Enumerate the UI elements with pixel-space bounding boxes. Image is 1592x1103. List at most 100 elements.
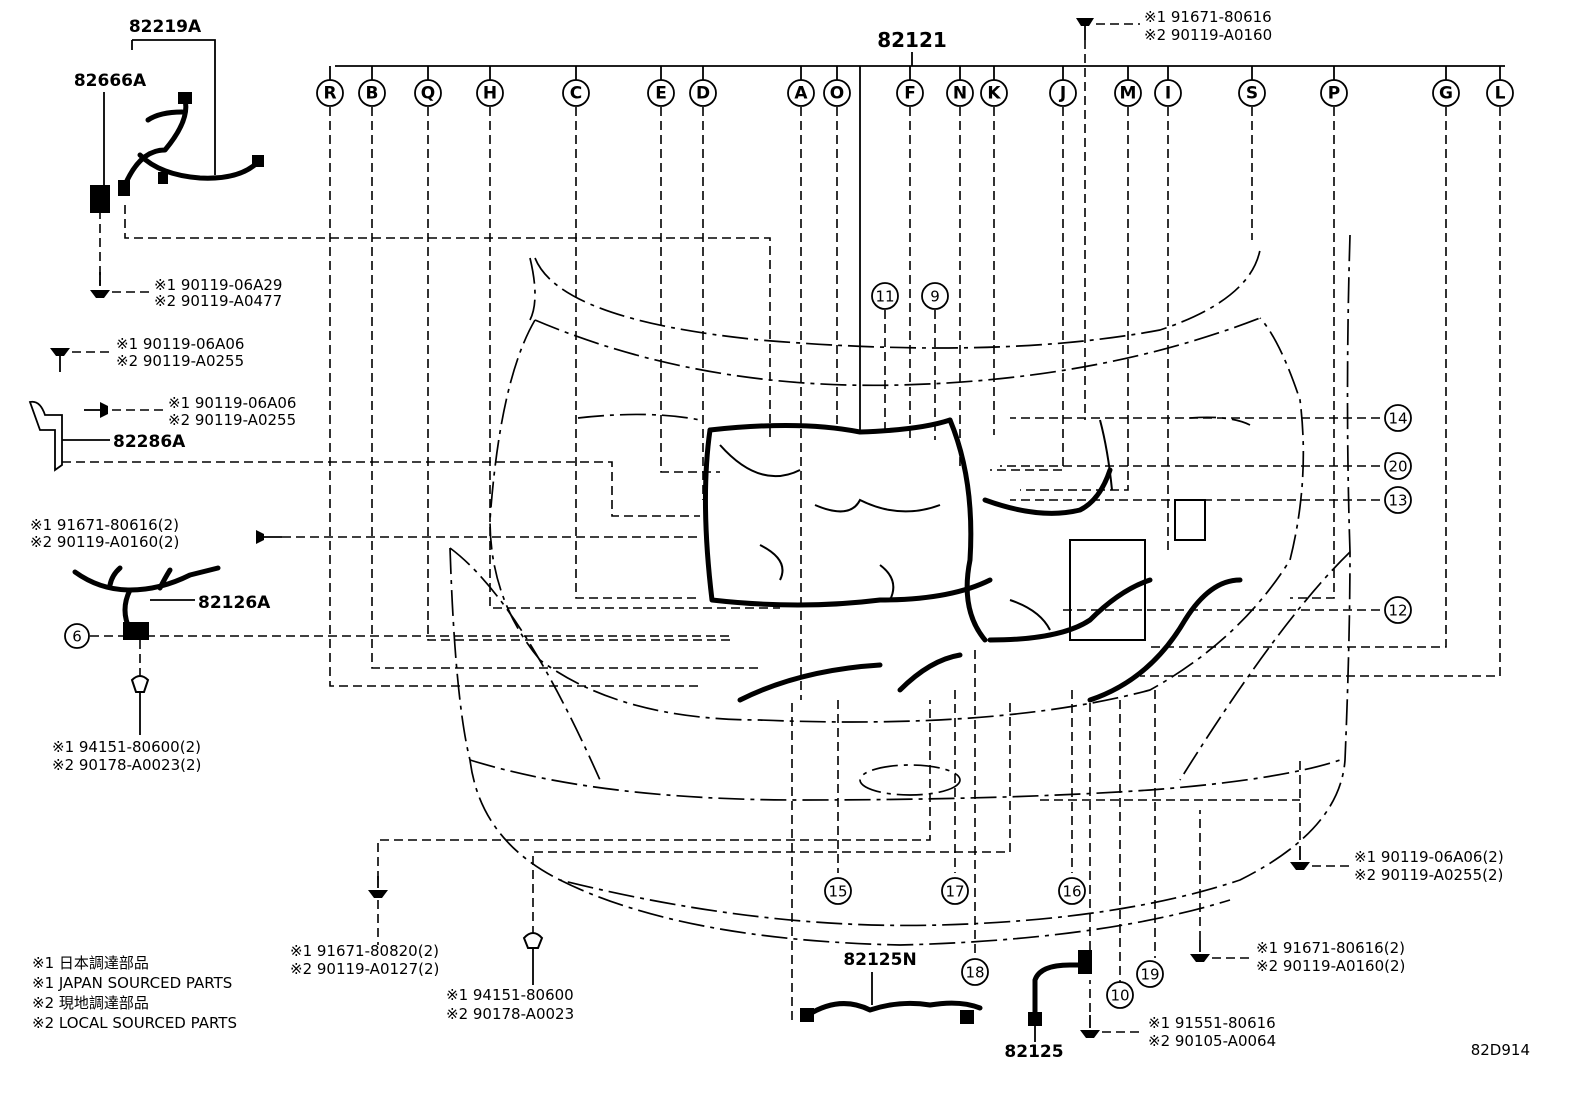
sub-harness-82125N[interactable] xyxy=(800,1000,983,1024)
callout-16-circle xyxy=(1058,877,1086,905)
callout-e[interactable]: E xyxy=(655,84,667,104)
fastener-b2-1: ※1 94151-80600 xyxy=(446,986,574,1004)
callout-d-circle xyxy=(689,79,717,107)
sub-harness-82126A[interactable] xyxy=(72,565,221,640)
callout-q-circle xyxy=(414,79,442,107)
fastener-b3-2: ※2 90105-A0064 xyxy=(1148,1032,1276,1050)
sub-harness-82125[interactable] xyxy=(1028,950,1092,1026)
callout-o[interactable]: O xyxy=(830,84,844,104)
bolt-icon xyxy=(1290,846,1310,870)
part-label-82666A[interactable]: 82666A xyxy=(74,71,147,91)
part-label-82125[interactable]: 82125 xyxy=(1004,1042,1063,1062)
part-label-82125N[interactable]: 82125N xyxy=(843,950,916,970)
bolt-icon xyxy=(1076,18,1094,40)
leader-lines xyxy=(62,40,1501,1020)
callout-12[interactable]: 12 xyxy=(1388,602,1407,620)
bolt-icon xyxy=(256,530,282,544)
fastener-b1-1: ※1 91671-80820(2) xyxy=(290,942,439,960)
callout-14[interactable]: 14 xyxy=(1388,410,1407,428)
callout-11-circle xyxy=(871,282,899,310)
callout-f-circle xyxy=(896,79,924,107)
clip-icon xyxy=(522,932,544,949)
callout-17[interactable]: 17 xyxy=(945,883,964,901)
callout-p[interactable]: P xyxy=(1328,84,1340,104)
fastener-r1-1: ※1 90119-06A06(2) xyxy=(1354,848,1504,866)
callout-m[interactable]: M xyxy=(1120,84,1137,104)
callout-i[interactable]: I xyxy=(1165,84,1171,104)
callout-19[interactable]: 19 xyxy=(1140,966,1159,984)
bolt-icon xyxy=(84,402,108,418)
callout-p-circle xyxy=(1320,79,1348,107)
connector-82666A[interactable] xyxy=(90,185,110,213)
fastener-r2-2: ※2 90119-A0160(2) xyxy=(1256,957,1405,975)
callout-18[interactable]: 18 xyxy=(965,964,984,982)
bolt-icon xyxy=(1190,940,1210,962)
callout-10-circle xyxy=(1106,981,1134,1009)
callout-a[interactable]: A xyxy=(794,84,808,104)
callout-k[interactable]: K xyxy=(987,84,1001,104)
callout-c[interactable]: C xyxy=(570,84,582,104)
callout-g[interactable]: G xyxy=(1439,84,1453,104)
callout-6[interactable]: 6 xyxy=(72,628,82,646)
bolt-icon xyxy=(1080,1015,1100,1038)
callout-9[interactable]: 9 xyxy=(930,288,940,306)
callout-20[interactable]: 20 xyxy=(1388,458,1407,476)
fastener-l1-2: ※2 90119-A0255 xyxy=(116,352,244,370)
callout-14-circle xyxy=(1384,404,1412,432)
sub-harness-82219A[interactable] xyxy=(118,92,264,196)
part-label-82126A[interactable]: 82126A xyxy=(198,593,271,613)
callout-h-circle xyxy=(476,79,504,107)
part-label-82219A[interactable]: 82219A xyxy=(129,17,202,37)
clip-icon xyxy=(130,675,150,693)
callout-13[interactable]: 13 xyxy=(1388,492,1407,510)
callout-13-circle xyxy=(1384,486,1412,514)
callout-a-circle xyxy=(787,79,815,107)
legend-line-4: ※2 LOCAL SOURCED PARTS xyxy=(32,1014,237,1032)
callout-q[interactable]: Q xyxy=(421,84,435,104)
number-callouts: 14 20 13 12 11 9 15 17 16 18 19 10 6 xyxy=(64,282,1412,1009)
bracket-82286A[interactable] xyxy=(28,400,63,472)
fastener-r1-2: ※2 90119-A0255(2) xyxy=(1354,866,1503,884)
part-label-82121[interactable]: 82121 xyxy=(877,28,947,52)
callout-l[interactable]: L xyxy=(1495,84,1506,104)
callout-f[interactable]: F xyxy=(904,84,916,104)
engine-wire-harness[interactable] xyxy=(702,417,1243,703)
callout-b-circle xyxy=(358,79,386,107)
callout-6-circle xyxy=(64,623,90,649)
callout-s[interactable]: S xyxy=(1246,84,1258,104)
callout-n-circle xyxy=(946,79,974,107)
callout-11[interactable]: 11 xyxy=(875,288,894,306)
callout-n[interactable]: N xyxy=(953,84,967,104)
callout-10[interactable]: 10 xyxy=(1110,987,1129,1005)
fastener-l2-1: ※1 90119-06A06 xyxy=(168,394,296,412)
legend-line-3: ※2 現地調達部品 xyxy=(32,994,149,1012)
diagram-id: 82D914 xyxy=(1471,1041,1530,1059)
fastener-l3-1: ※1 91671-80616(2) xyxy=(30,516,179,534)
callout-20-circle xyxy=(1384,452,1412,480)
bolt-icon xyxy=(90,272,110,298)
bolt-icon xyxy=(368,876,388,898)
callout-15[interactable]: 15 xyxy=(828,883,847,901)
fastener-82666A-2: ※2 90119-A0477 xyxy=(154,292,282,310)
callout-b[interactable]: B xyxy=(366,84,379,104)
callout-j[interactable]: J xyxy=(1059,84,1066,104)
vehicle-body-outline xyxy=(449,234,1351,946)
fastener-top-1: ※1 91671-80616 xyxy=(1144,8,1272,26)
fastener-l2-2: ※2 90119-A0255 xyxy=(168,411,296,429)
callout-g-circle xyxy=(1432,79,1460,107)
part-label-82286A[interactable]: 82286A xyxy=(113,432,186,452)
legend-line-1: ※1 日本調達部品 xyxy=(32,954,149,972)
callout-r[interactable]: R xyxy=(323,84,336,104)
callout-d[interactable]: D xyxy=(696,84,710,104)
callout-c-circle xyxy=(562,79,590,107)
callout-r-circle xyxy=(316,79,344,107)
fastener-l1-1: ※1 90119-06A06 xyxy=(116,335,244,353)
callout-o-circle xyxy=(823,79,851,107)
bracket-82219A xyxy=(132,39,216,175)
fastener-l3-2: ※2 90119-A0160(2) xyxy=(30,533,179,551)
callout-16[interactable]: 16 xyxy=(1062,883,1081,901)
callout-h[interactable]: H xyxy=(483,84,497,104)
